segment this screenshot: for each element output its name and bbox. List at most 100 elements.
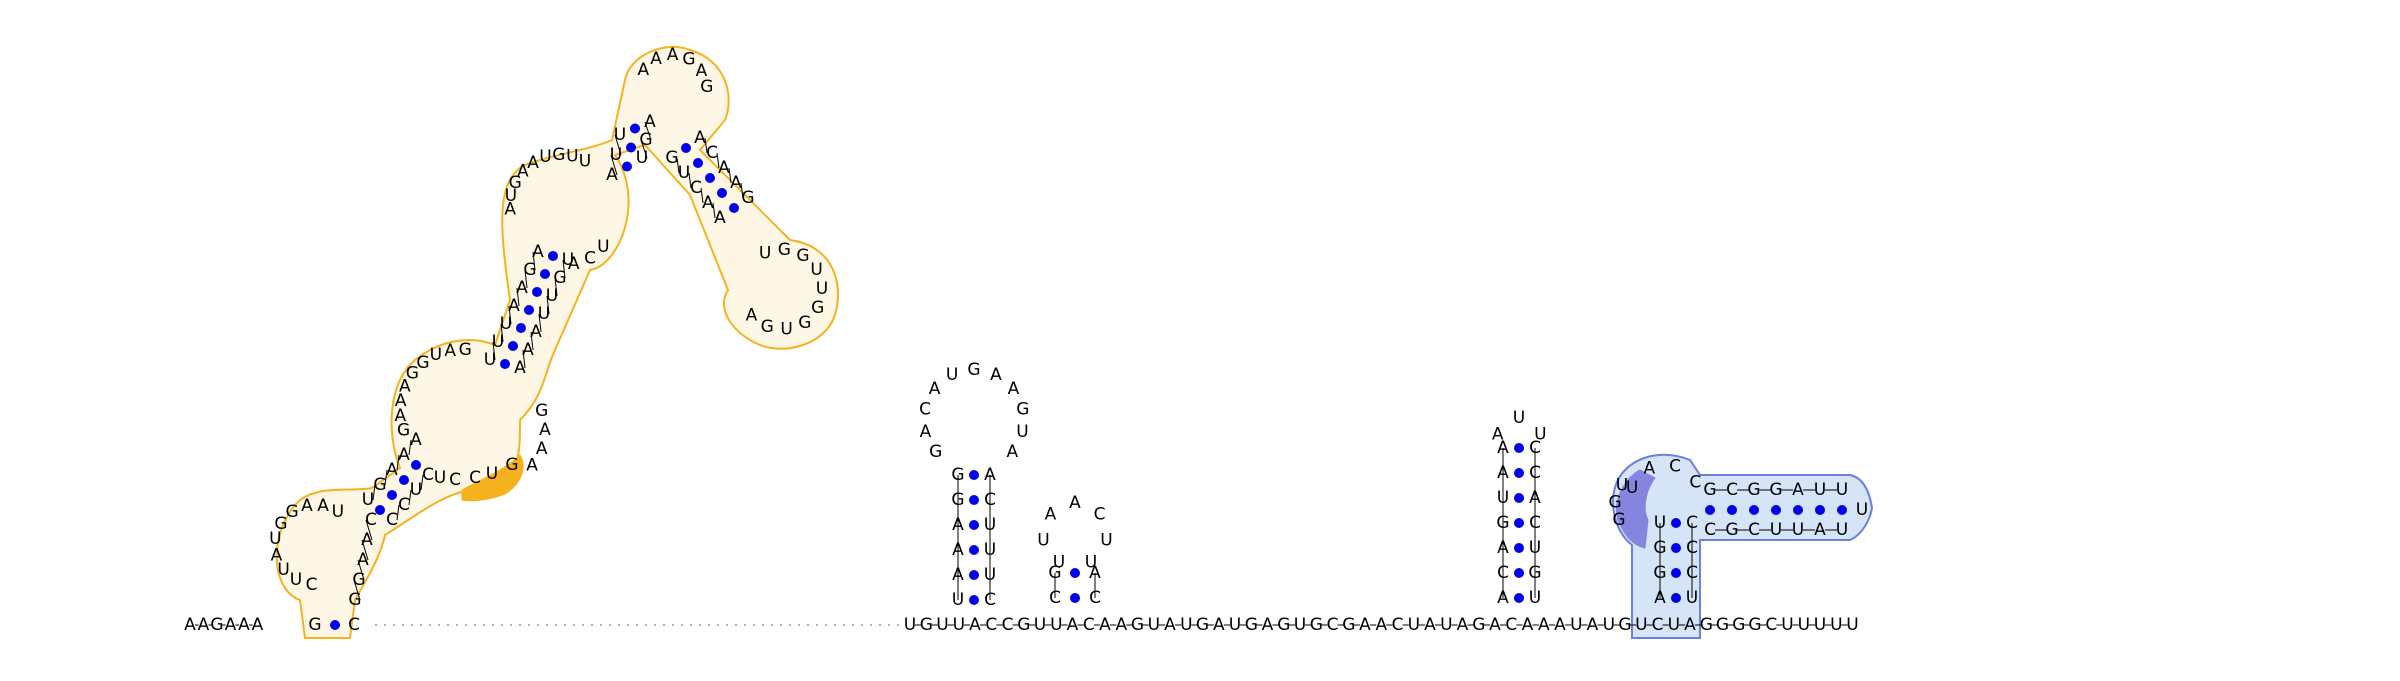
base-pair-dot <box>508 341 518 351</box>
backbone-nt: U <box>936 615 948 635</box>
orange-loop-nt: A <box>357 550 369 570</box>
backbone-nt: C <box>1505 615 1517 635</box>
orange-loop-nt: G <box>811 298 824 318</box>
base-pair-dot <box>1671 518 1681 528</box>
orange-helix-nt: A <box>718 158 730 178</box>
hairpin2-stem-nt: G <box>1048 563 1061 583</box>
blue-stem-nt: C <box>1686 538 1698 558</box>
blue-stem-nt: A <box>1654 588 1666 608</box>
backbone-nt: G <box>1131 615 1144 635</box>
hairpin1-loop-nt: G <box>1016 400 1029 420</box>
orange-loop-nt: G <box>778 240 791 260</box>
backbone-nt: U <box>1635 615 1647 635</box>
orange-helix-nt: A <box>532 242 544 262</box>
base-pair-dot <box>622 161 632 172</box>
blue-stem-nt: C <box>1686 563 1698 583</box>
backbone-nt: G <box>1700 615 1713 635</box>
base-pair-dot <box>1514 543 1524 553</box>
orange-loop-nt: G <box>761 317 774 337</box>
orange-highlight-nt: G <box>505 455 518 475</box>
backbone-nt: U <box>1148 615 1160 635</box>
orange-helix-nt: G <box>741 188 754 208</box>
blue-arm-nt: G <box>1725 520 1738 540</box>
backbone-nt: G <box>1017 615 1030 635</box>
orange-helix-nt: U <box>610 145 622 165</box>
blue-arm-nt: C <box>1726 480 1738 500</box>
backbone-nt: A <box>1424 615 1436 635</box>
blue-highlight-nt: G <box>1612 510 1625 530</box>
backbone-nt: G <box>1472 615 1485 635</box>
backbone-link <box>700 187 704 204</box>
orange-loop-nt: U <box>505 186 517 206</box>
backbone-nt: A <box>1489 615 1501 635</box>
orange-helix-nt: C <box>348 615 360 635</box>
orange-loop-nt: U <box>332 502 344 522</box>
orange-loop-nt: A <box>317 496 329 516</box>
hairpin2-loop-nt: U <box>1100 531 1112 551</box>
hairpin1-stem-nt: A <box>952 565 964 585</box>
backbone-link <box>408 489 412 506</box>
backbone-nt: G <box>210 615 223 635</box>
backbone-nt: A <box>1099 615 1111 635</box>
orange-helix-nt: C <box>422 465 434 485</box>
hairpin2-loop-nt: U <box>1085 553 1097 573</box>
base-pair-dot <box>330 620 340 630</box>
base-pair-dot <box>729 203 739 213</box>
base-pair-dot <box>1514 443 1524 453</box>
backbone-nt: U <box>1668 615 1680 635</box>
backbone-link <box>640 139 648 159</box>
backbone-nt: A <box>225 615 237 635</box>
orange-loop-nt: G <box>535 401 548 421</box>
hairpin1-stem-nt: A <box>952 540 964 560</box>
backbone-nt: G <box>1716 615 1729 635</box>
hairpin3-stem-nt: A <box>1529 488 1541 508</box>
orange-loop-nt: A <box>504 199 516 219</box>
base-pair-dot <box>524 305 534 315</box>
blue-domain-outline <box>1612 453 1874 639</box>
backbone-nt: U <box>1781 615 1793 635</box>
hairpin3-stem-nt: C <box>1529 463 1541 483</box>
backbone-layer <box>195 121 1848 626</box>
backbone-link <box>524 269 528 289</box>
orange-helix-nt: U <box>562 250 574 270</box>
blue-stem-nt: G <box>1653 538 1666 558</box>
base-pair-dot <box>1671 543 1681 553</box>
hairpin3-stem-nt: C <box>1529 438 1541 458</box>
base-pair-dot <box>532 287 542 297</box>
hairpin1-stem-nt: G <box>951 490 964 510</box>
hairpin1-loop-nt: A <box>990 365 1002 385</box>
backbone-link <box>688 172 692 189</box>
orange-helix-nt: A <box>386 460 398 480</box>
orange-highlight-nt: U <box>486 464 498 484</box>
orange-loop-nt: C <box>306 575 318 595</box>
orange-loop-nt: G <box>459 340 472 360</box>
orange-loop-nt: U <box>810 260 822 280</box>
blue-arm-nt: A <box>1814 520 1826 540</box>
backbone-nt: G <box>1748 615 1761 635</box>
orange-loop-nt: C <box>365 510 377 530</box>
backbone-link <box>704 137 708 154</box>
backbone-nt: U <box>1603 615 1615 635</box>
backbone-nt: G <box>1618 615 1631 635</box>
orange-loop-nt: U <box>539 147 551 167</box>
hairpin1-loop-nt: G <box>967 360 980 380</box>
base-pair-dot <box>626 142 636 153</box>
backbone-nt: G <box>1310 615 1323 635</box>
backbone-nt: C <box>1083 615 1095 635</box>
backbone-link <box>508 305 512 325</box>
backbone-link <box>492 341 496 361</box>
base-pair-dot <box>969 495 979 505</box>
backbone-nt: A <box>198 615 210 635</box>
orange-helix-nt: U <box>538 304 550 324</box>
hairpin2-loop-nt: U <box>1037 531 1049 551</box>
orange-loop-nt: A <box>361 530 373 550</box>
blue-stem-nt: U <box>1686 588 1698 608</box>
hairpin3-stem-nt: C <box>1497 563 1509 583</box>
hairpin3-stem-nt: A <box>1497 588 1509 608</box>
orange-loop-nt: A <box>444 341 456 361</box>
orange-loop-nt: G <box>348 590 361 610</box>
backbone-nt: A <box>1115 615 1127 635</box>
backbone-nt: U <box>1050 615 1062 635</box>
base-pair-dot <box>500 359 510 369</box>
backbone-link <box>357 559 365 581</box>
